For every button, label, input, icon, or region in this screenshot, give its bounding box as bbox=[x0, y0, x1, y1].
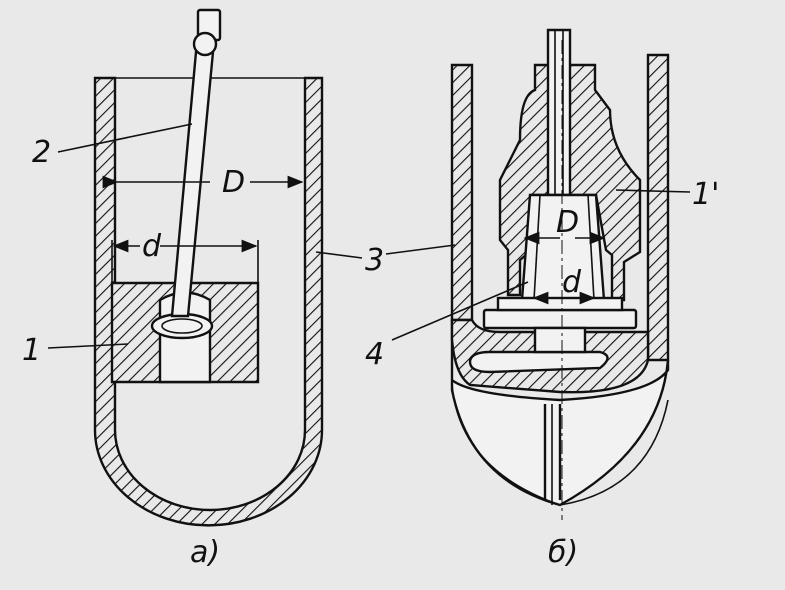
label-D-a: D bbox=[222, 165, 245, 200]
label-d-a: d bbox=[142, 229, 162, 264]
tube-wall-b bbox=[450, 63, 474, 322]
tube-wall-a bbox=[93, 76, 324, 527]
rod-a bbox=[170, 50, 215, 318]
leader-1prime bbox=[615, 189, 691, 193]
label-1: 1 bbox=[22, 333, 41, 368]
leader-3b bbox=[385, 244, 456, 255]
stem-mid-b bbox=[533, 326, 587, 354]
ball-joint-inner-a bbox=[161, 318, 203, 334]
label-D-b: D bbox=[556, 205, 579, 240]
label-d-b: d bbox=[562, 265, 582, 300]
figure-a: D d 2 1 3 а) bbox=[22, 8, 384, 570]
piston-edge-l bbox=[533, 194, 541, 301]
caption-b: б) bbox=[548, 535, 578, 570]
leader-2 bbox=[57, 123, 193, 153]
leader-3 bbox=[315, 251, 363, 259]
stem-upper-b bbox=[546, 28, 572, 197]
leader-1 bbox=[47, 343, 129, 349]
rod-knob-a bbox=[192, 31, 218, 57]
plate-top-b bbox=[496, 296, 624, 312]
ball-joint-a bbox=[150, 312, 214, 340]
label-4: 4 bbox=[365, 337, 384, 372]
slot-b bbox=[468, 350, 609, 374]
caption-a: а) bbox=[190, 535, 220, 570]
tube-wall-b-right bbox=[646, 53, 670, 362]
label-3: 3 bbox=[365, 243, 384, 278]
piston-edge-r bbox=[587, 194, 595, 301]
label-2: 2 bbox=[32, 135, 51, 170]
figure-b: D d 1' 4 б) bbox=[365, 28, 719, 570]
bottom-dome-b bbox=[451, 384, 669, 506]
label-1prime: 1' bbox=[692, 177, 719, 212]
plate-b bbox=[482, 308, 638, 330]
leader-4 bbox=[391, 281, 529, 341]
